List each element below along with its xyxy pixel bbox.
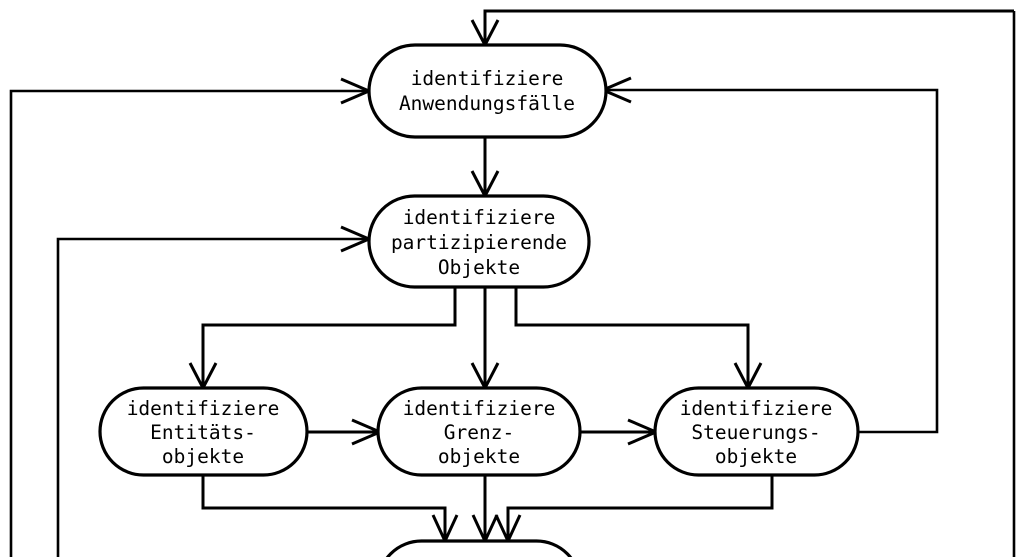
node-label-boundary-line1: identifiziere (403, 397, 556, 420)
node-label-participating-line3: Objekte (438, 256, 520, 279)
edge-control-to-usecases (599, 76, 939, 434)
node-label-control-line1: identifiziere (680, 397, 833, 420)
node-identifiziere-grenzobjekte[interactable]: identifiziere Grenz- objekte (376, 386, 582, 477)
node-label-participating-line2: partizipierende (391, 231, 567, 254)
node-identifiziere-entitaetsobjekte[interactable]: identifiziere Entitäts- objekte (98, 386, 309, 477)
node-identifiziere-partizipierende-objekte[interactable]: identifiziere partizipierende Objekte (367, 194, 591, 289)
edge-boundary-to-bottom (471, 475, 499, 545)
node-label-entity-line3: objekte (162, 445, 244, 468)
edge-control-to-bottom (494, 475, 774, 545)
edge-entity-to-bottom (201, 475, 459, 545)
node-identifiziere-anwendungsfaelle[interactable]: identifiziere Anwendungsfälle (367, 43, 608, 139)
node-label-entity-line1: identifiziere (127, 397, 280, 420)
node-label-participating-line1: identifiziere (403, 206, 556, 229)
node-shape-boundary (376, 386, 582, 477)
edge-usecases-to-participating (470, 137, 500, 200)
node-label-control-line2: Steuerungs- (691, 421, 820, 444)
edge-top-loop-to-usecases (470, 9, 1014, 49)
edge-entity-to-boundary (307, 418, 384, 446)
node-label-usecases-line2: Anwendungsfälle (399, 92, 575, 115)
node-label-control-line3: objekte (715, 445, 797, 468)
node-shape-bottom-cutoff (385, 539, 573, 557)
edge-boundary-to-control (580, 418, 660, 446)
node-shape-participating (367, 194, 591, 289)
node-shape-usecases (367, 43, 608, 139)
node-label-entity-line2: Entitäts- (150, 421, 256, 444)
node-bottom-cutoff[interactable] (378, 539, 580, 557)
edge-participating-to-boundary (470, 287, 500, 392)
edge-participating-to-control (514, 287, 763, 392)
edge-participating-to-entity (188, 287, 457, 392)
node-shape-control (653, 386, 860, 477)
node-shape-entity (98, 386, 309, 477)
node-label-usecases-line1: identifiziere (411, 67, 564, 90)
edge-left-outer-loop-to-usecases (9, 77, 373, 557)
node-label-boundary-line3: objekte (438, 445, 520, 468)
node-label-boundary-line2: Grenz- (444, 421, 514, 444)
node-identifiziere-steuerungsobjekte[interactable]: identifiziere Steuerungs- objekte (653, 386, 860, 477)
